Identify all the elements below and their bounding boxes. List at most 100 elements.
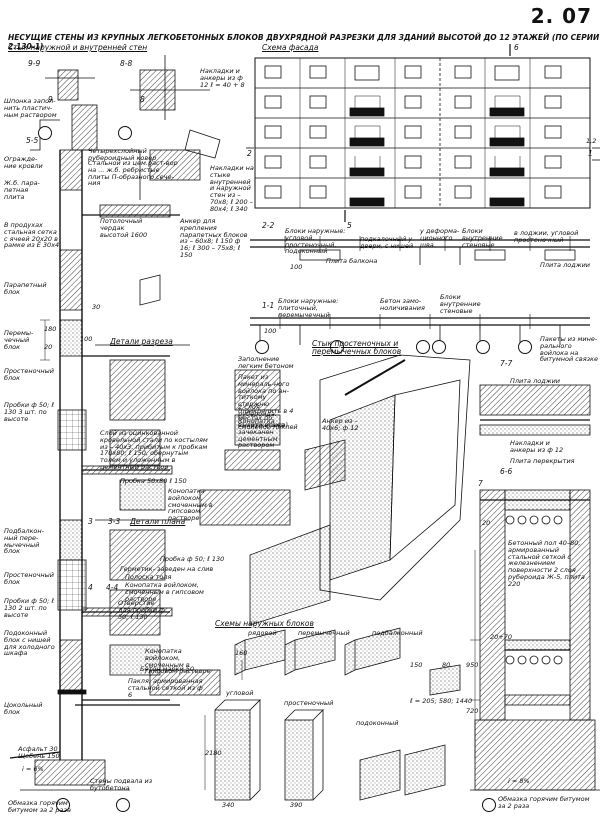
dimension: 1,2	[586, 137, 597, 145]
section-mark: 8	[140, 95, 145, 104]
label-beton-zamo: Бетон замо-ноличивания	[380, 297, 425, 312]
axis-marker	[330, 340, 344, 354]
axis-marker	[255, 340, 269, 354]
header-section-details: Детали разреза	[110, 337, 173, 346]
label-block-podbalk: подбалконный	[372, 629, 423, 637]
label-paket: Пакет из минераль-ного войлока по ан-тит…	[238, 373, 294, 429]
label-podbalk: Подбалкон-ный пере-мычечный блок	[4, 527, 45, 556]
dimension: 100	[264, 327, 277, 335]
axis-marker	[416, 340, 430, 354]
section-mark: 6-6	[500, 467, 513, 476]
slope: i = 8%	[508, 777, 530, 785]
dimension: 720	[466, 707, 479, 715]
label-zhb-parapet: Ж.б. пара-петная плита	[4, 179, 40, 201]
label-podkal: подкалочный у двери, с нишей	[360, 235, 414, 250]
section-details	[75, 344, 221, 706]
label-block-peremych: перемычечный	[298, 629, 350, 637]
section-mark: 5	[347, 221, 352, 230]
label-konop2: Конопатка войлоком, смоченным в гипсовом…	[125, 581, 204, 603]
axis-marker	[56, 798, 70, 812]
label-zapolnenie: Заполнение легким бетоном	[238, 355, 294, 370]
label-sloy: Слой из оцинкованной кровельной стали по…	[100, 429, 208, 472]
section-mark: 8-8	[120, 59, 133, 68]
header-partition-joint: Стык простеночных и перемычечных блоков	[312, 339, 402, 356]
label-prosten: Простеночный блок	[4, 367, 55, 382]
dimension: ℓ = 205; 580; 1440	[410, 697, 473, 705]
label-block-podokon: подоконный	[356, 719, 399, 727]
dimension: 100	[290, 263, 303, 271]
section-mark: 2-2	[262, 221, 275, 230]
facade-scheme	[246, 44, 600, 222]
dimension: 180	[44, 325, 57, 333]
label-anker2: Анкер из – 40х6; ф 12	[322, 417, 359, 432]
label-probka: Пробка 50х80 ℓ 150	[120, 477, 187, 485]
label-bloki-vn: Блоки внутренние стеновые	[462, 227, 503, 249]
label-snaruzhi: Снаружи шов зачеканен цементным растворо…	[238, 421, 285, 450]
label-anker: Анкер для крепления парапетных блоков из…	[180, 217, 248, 260]
joint-detail	[199, 354, 471, 626]
dimension: 80	[442, 661, 451, 669]
label-parapet-block: Парапетный блок	[4, 281, 47, 296]
label-bloki-nar: Блоки наружные: угловой, простеночный, п…	[285, 227, 346, 256]
section-mark: 1-1	[262, 301, 275, 310]
label-podokon: Подоконный блок с нишей для холодного шк…	[4, 629, 55, 658]
label-ograzhd: Огражде-ние кровли	[4, 155, 43, 170]
label-obmazka: Обмазка горячим битумом за 2 раза	[8, 799, 71, 814]
sheet-code: 2. 07	[530, 4, 592, 28]
label-plita-lodzhii: Плита лоджии	[510, 377, 561, 385]
label-pakety: Пакеты из мине-рального войлока на битум…	[540, 335, 598, 364]
label-plita-perekr: Плита перекрытия	[510, 457, 575, 465]
label-prosten2: Простеночный блок	[4, 571, 55, 586]
label-betonny-pol: Бетонный пол 40–80, армированный стально…	[508, 539, 585, 588]
label-stena-podvala: Стены подвала из бутобетона	[90, 777, 153, 792]
label-block-uglovoy: угловой	[226, 689, 254, 697]
label-probki2: Пробки ф 50; ℓ 130 2 шт. по высоте	[4, 597, 55, 619]
label-plita-balk: Плита балкона	[326, 257, 378, 265]
label-germetik: Герметик- заведен на слив	[120, 565, 214, 573]
dimension: 2180	[205, 749, 222, 757]
label-deform: у деформа-ционного шва	[420, 227, 460, 249]
label-konopatka: Конопатка войлоком, смоченным в гипсовом…	[168, 487, 213, 523]
label-shponka: Шпонка запол-нить пластич-ным раствором	[4, 97, 57, 119]
label-konop3: Конопатка войлоком, смоченным в гипсовом…	[145, 647, 211, 676]
section-mark: 4-4	[106, 583, 119, 592]
dimension: 20	[44, 343, 53, 351]
slope: i = 6%	[22, 765, 44, 773]
section-mark: 6	[514, 43, 519, 52]
dimension: 390	[290, 801, 303, 809]
dimension: 20	[482, 519, 491, 527]
label-v-lodzhii: в лоджии, угловой простеночный	[514, 229, 579, 244]
label-nakladki: Накладки и анкеры из ф 12 ℓ = 40 + 8	[200, 67, 245, 89]
label-polosa: Полоска толя	[125, 573, 172, 581]
section-mark: 3	[88, 517, 93, 526]
label-pakl: Пакля, армированная стальной сеткой из ф…	[128, 677, 203, 699]
section-mark: 7	[478, 479, 483, 488]
dimension: 20+70	[490, 633, 512, 641]
label-block-ryadnoy: рядовой	[248, 629, 277, 637]
section-mark: 3-3	[108, 517, 121, 526]
label-otvetstvie: Отверстие для пробки ф 50; ℓ 130	[118, 599, 165, 621]
right-sections	[470, 384, 600, 791]
label-zaplnenie2: 2 слоя рубероида. Конопатка смоленой пак…	[238, 403, 298, 432]
dimension: 100	[80, 335, 93, 343]
plan-2-2	[250, 236, 590, 265]
label-chetyreh: Четырехслойный рубероидный ковер	[88, 147, 157, 162]
sheet-title: НЕСУЩИЕ СТЕНЫ ИЗ КРУПНЫХ ЛЕГКОБЕТОННЫХ Б…	[8, 33, 600, 51]
label-beton50: Бетон марки 50	[140, 665, 195, 673]
label-probki: Пробки ф 50; ℓ 130 3 шт. по высоте	[4, 401, 55, 423]
upper-middle-details	[99, 129, 221, 306]
section-mark: 2	[247, 149, 252, 158]
block-schemes	[214, 627, 461, 801]
dimension: 340	[222, 801, 235, 809]
label-peremych: Перемы-чечный блок	[4, 329, 34, 351]
axis-marker	[476, 340, 490, 354]
axis-marker	[38, 126, 52, 140]
axis-marker	[116, 798, 130, 812]
axis-marker	[482, 798, 496, 812]
label-asfalt: Асфальт 30 Щебень 150	[18, 745, 60, 760]
label-bloki-vn2: Блоки внутренние стеновые	[440, 293, 481, 315]
axis-marker	[518, 340, 532, 354]
dimension: 160	[235, 649, 248, 657]
label-plita-lodzh: Плита лоджии	[540, 261, 591, 269]
section-mark: 4	[88, 583, 93, 592]
